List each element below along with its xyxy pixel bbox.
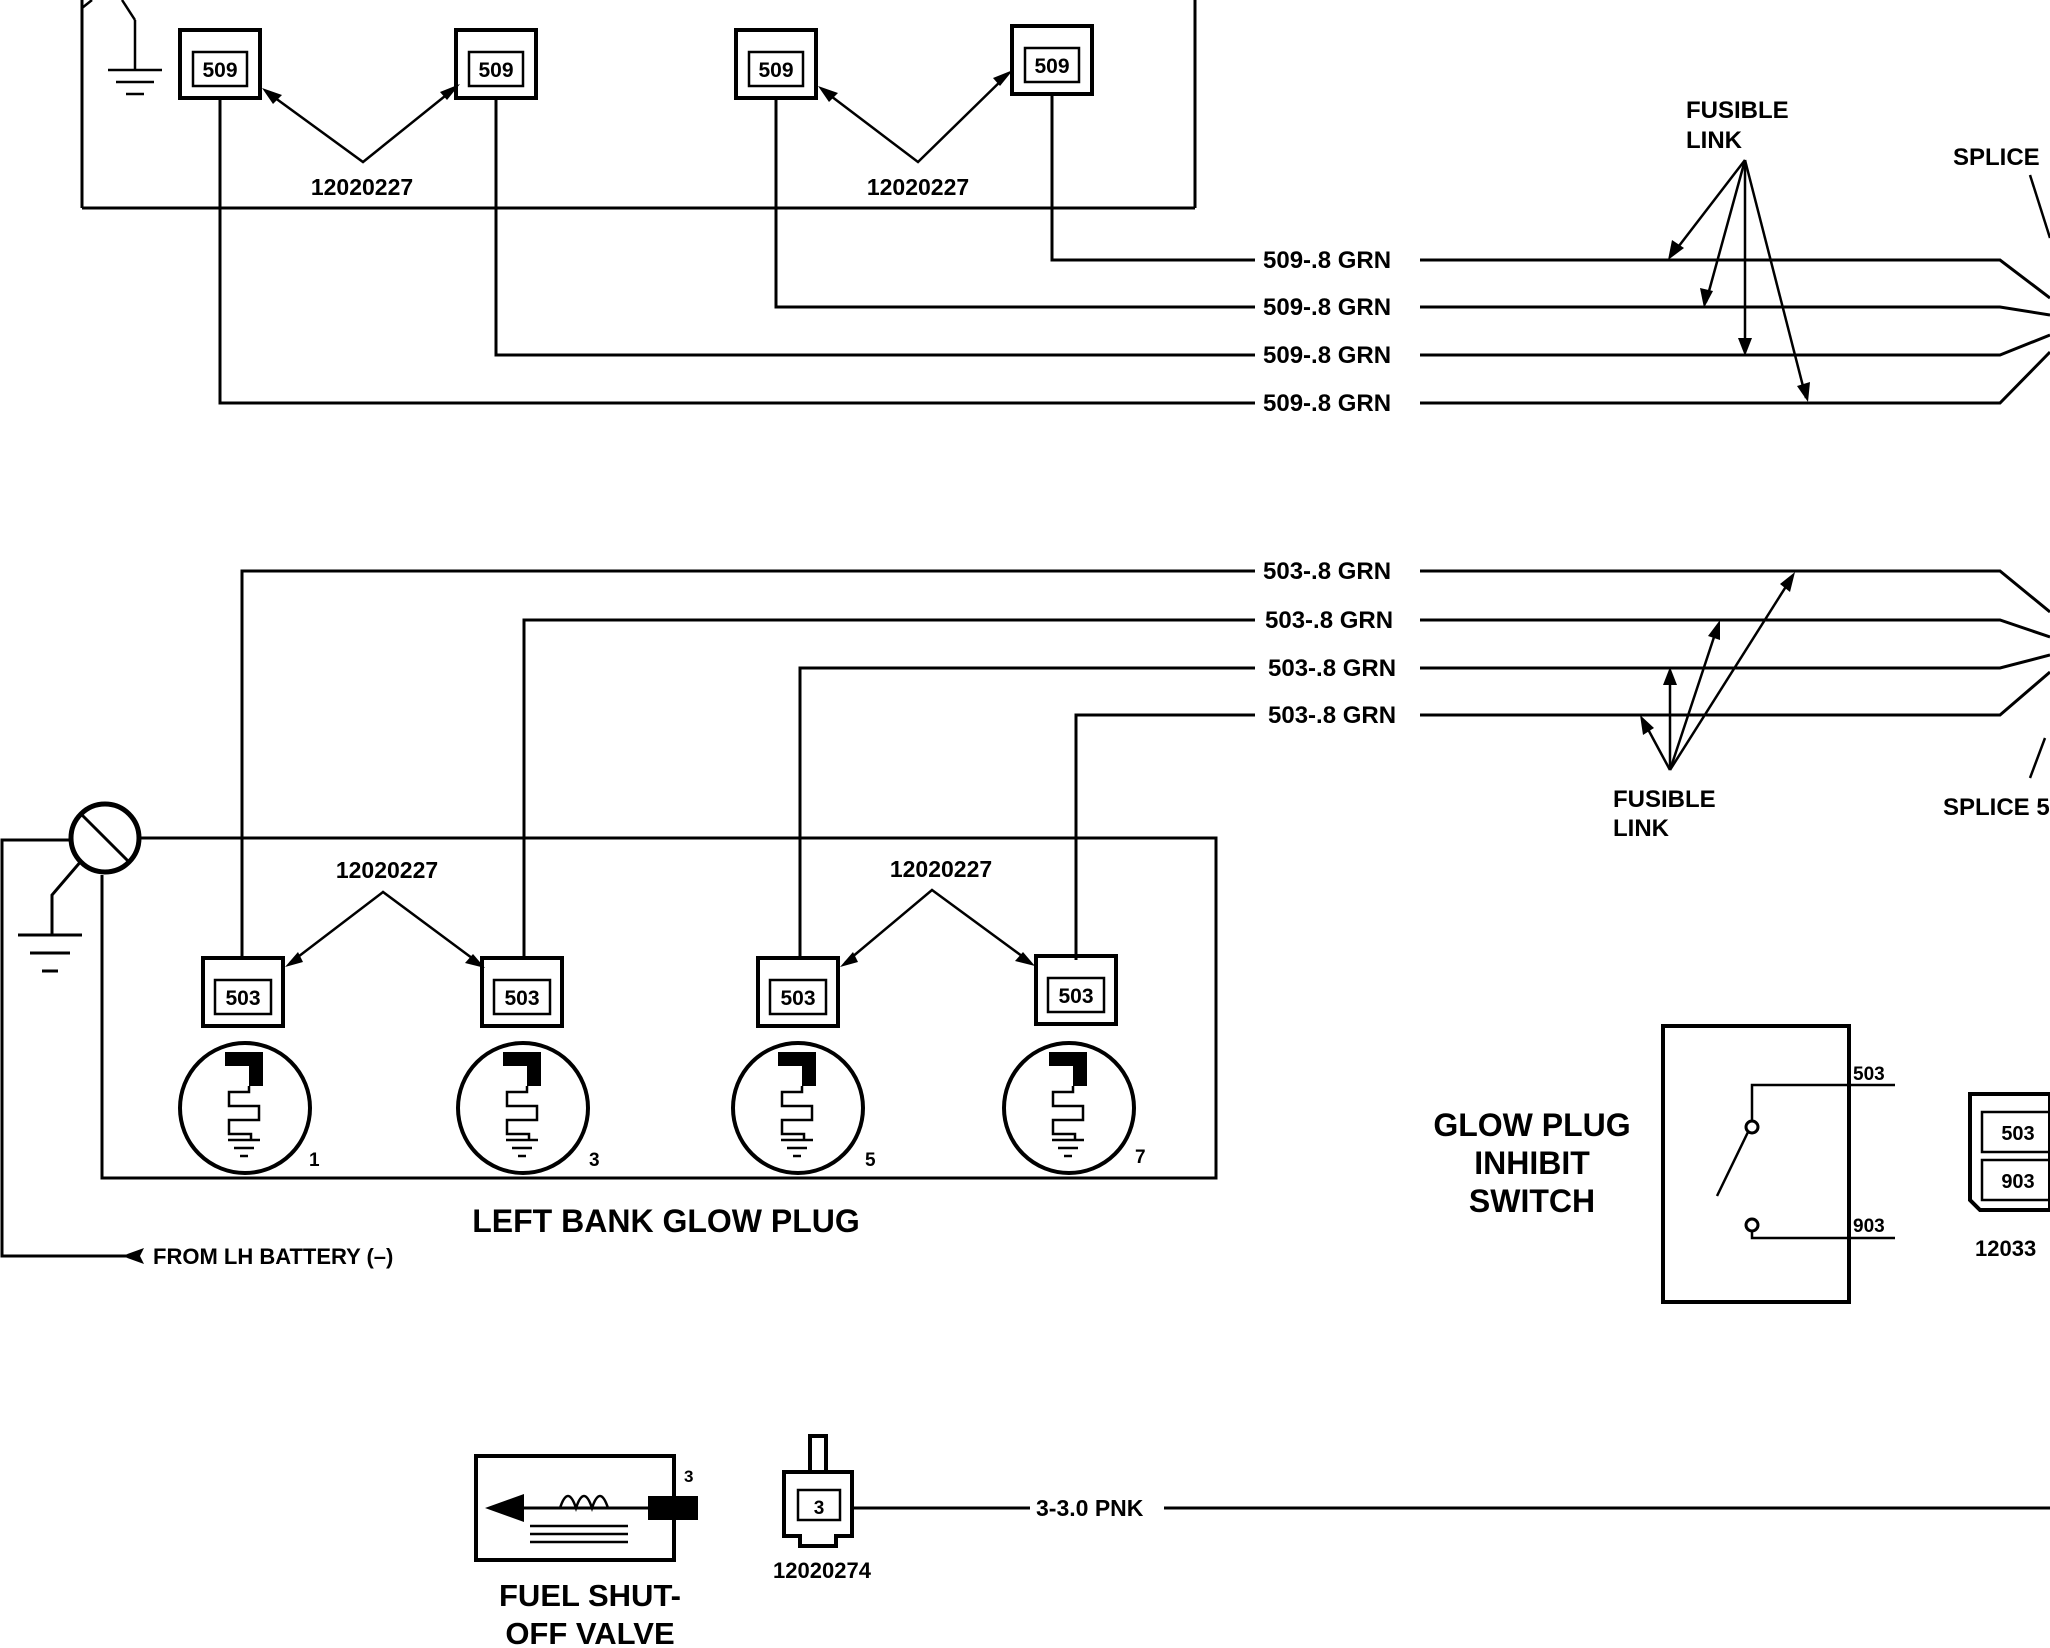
svg-text:503: 503 — [2001, 1123, 2034, 1145]
inhibit-switch: GLOW PLUG INHIBIT SWITCH 503 903 — [1433, 1024, 1895, 1304]
svg-text:12033: 12033 — [1975, 1236, 2036, 1261]
svg-text:SPLICE 5: SPLICE 5 — [1943, 794, 2050, 821]
svg-text:509: 509 — [1034, 55, 1069, 78]
connector-509-1: 509 — [178, 28, 262, 100]
connector-503-3: 503 — [756, 956, 840, 1028]
connector-503-4: 503 — [1034, 954, 1118, 1026]
svg-text:SPLICE: SPLICE — [1953, 144, 2040, 171]
svg-text:12020274: 12020274 — [773, 1558, 872, 1583]
svg-text:509: 509 — [202, 59, 237, 82]
svg-text:7: 7 — [1135, 1147, 1146, 1168]
svg-text:12020227: 12020227 — [336, 857, 438, 883]
wire-label: 509-.8 GRN — [1263, 342, 1391, 369]
svg-text:GLOW PLUG: GLOW PLUG — [1433, 1107, 1630, 1143]
svg-text:503: 503 — [504, 987, 539, 1010]
splice-callout-bottom: SPLICE 5 — [1943, 737, 2050, 821]
wire-label: 503-.8 GRN — [1268, 702, 1396, 729]
glow-plug-3: 3 — [456, 1041, 600, 1175]
wire-label: 503-.8 GRN — [1268, 655, 1396, 682]
connector-509-4: 509 — [1010, 24, 1094, 96]
part-callout-bottom-left: 12020227 — [285, 857, 485, 968]
inhibit-switch-connector: 503 903 12033 — [1968, 1092, 2050, 1261]
svg-text:503: 503 — [780, 987, 815, 1010]
left-bank-title: LEFT BANK GLOW PLUG — [472, 1203, 860, 1239]
fuel-valve-connector: 3 12020274 3-3.0 PNK — [773, 1434, 2050, 1583]
svg-text:FUSIBLE: FUSIBLE — [1613, 786, 1716, 813]
glow-plug-7: 7 — [1002, 1041, 1146, 1175]
connector-503-1: 503 — [201, 956, 285, 1028]
svg-text:5: 5 — [865, 1150, 876, 1171]
svg-text:OFF VALVE: OFF VALVE — [505, 1616, 674, 1648]
battery-label: FROM LH BATTERY (–) — [122, 1244, 393, 1269]
svg-text:12020227: 12020227 — [890, 856, 992, 882]
svg-text:LINK: LINK — [1686, 127, 1743, 154]
wire-label: 503-.8 GRN — [1263, 558, 1391, 585]
wire-label: 3-3.0 PNK — [1036, 1495, 1144, 1521]
svg-text:FROM LH BATTERY (–): FROM LH BATTERY (–) — [153, 1244, 393, 1269]
connector-503-2: 503 — [480, 956, 564, 1028]
wire-label: 509-.8 GRN — [1263, 390, 1391, 417]
svg-text:503: 503 — [225, 987, 260, 1010]
part-callout-left: 12020227 — [262, 84, 460, 200]
svg-text:SWITCH: SWITCH — [1469, 1183, 1595, 1219]
wire-label: 509-.8 GRN — [1263, 294, 1391, 321]
svg-text:LINK: LINK — [1613, 815, 1670, 842]
svg-text:1: 1 — [309, 1150, 320, 1171]
svg-text:903: 903 — [1853, 1216, 1885, 1237]
fusible-link-callout-top: FUSIBLE LINK — [1668, 97, 1810, 402]
svg-text:503: 503 — [1853, 1064, 1885, 1085]
svg-text:3: 3 — [589, 1150, 600, 1171]
top-harness: 509 509 509 509 12020227 12020 — [80, 0, 2050, 417]
fuel-shutoff-valve: 3 FUEL SHUT- OFF VALVE — [474, 1454, 698, 1648]
splice-callout-top: SPLICE — [1953, 144, 2050, 239]
svg-text:3: 3 — [814, 1498, 825, 1519]
wire-label: 509-.8 GRN — [1263, 247, 1391, 274]
glow-plug-5: 5 — [731, 1041, 876, 1175]
connector-509-2: 509 — [454, 28, 538, 100]
svg-text:903: 903 — [2001, 1171, 2034, 1193]
wire-label: 503-.8 GRN — [1265, 607, 1393, 634]
svg-text:FUSIBLE: FUSIBLE — [1686, 97, 1789, 124]
svg-text:503: 503 — [1058, 985, 1093, 1008]
svg-text:509: 509 — [758, 59, 793, 82]
svg-text:509: 509 — [478, 59, 513, 82]
ground-stud-icon — [18, 801, 142, 973]
svg-text:INHIBIT: INHIBIT — [1474, 1145, 1590, 1181]
svg-text:12020227: 12020227 — [867, 174, 969, 200]
svg-text:3: 3 — [684, 1467, 693, 1486]
connector-509-3: 509 — [734, 28, 818, 100]
part-callout-bottom-right: 12020227 — [840, 856, 1035, 967]
ground-icon — [108, 0, 162, 96]
glow-plug-1: 1 — [178, 1041, 320, 1175]
part-callout-right: 12020227 — [818, 70, 1013, 200]
svg-text:FUEL SHUT-: FUEL SHUT- — [499, 1578, 681, 1613]
svg-text:12020227: 12020227 — [311, 174, 413, 200]
bottom-harness: 503-.8 GRN 503-.8 GRN 503-.8 GRN 503-.8 … — [0, 558, 2050, 1269]
fusible-link-callout-bottom: FUSIBLE LINK — [1613, 572, 1795, 842]
